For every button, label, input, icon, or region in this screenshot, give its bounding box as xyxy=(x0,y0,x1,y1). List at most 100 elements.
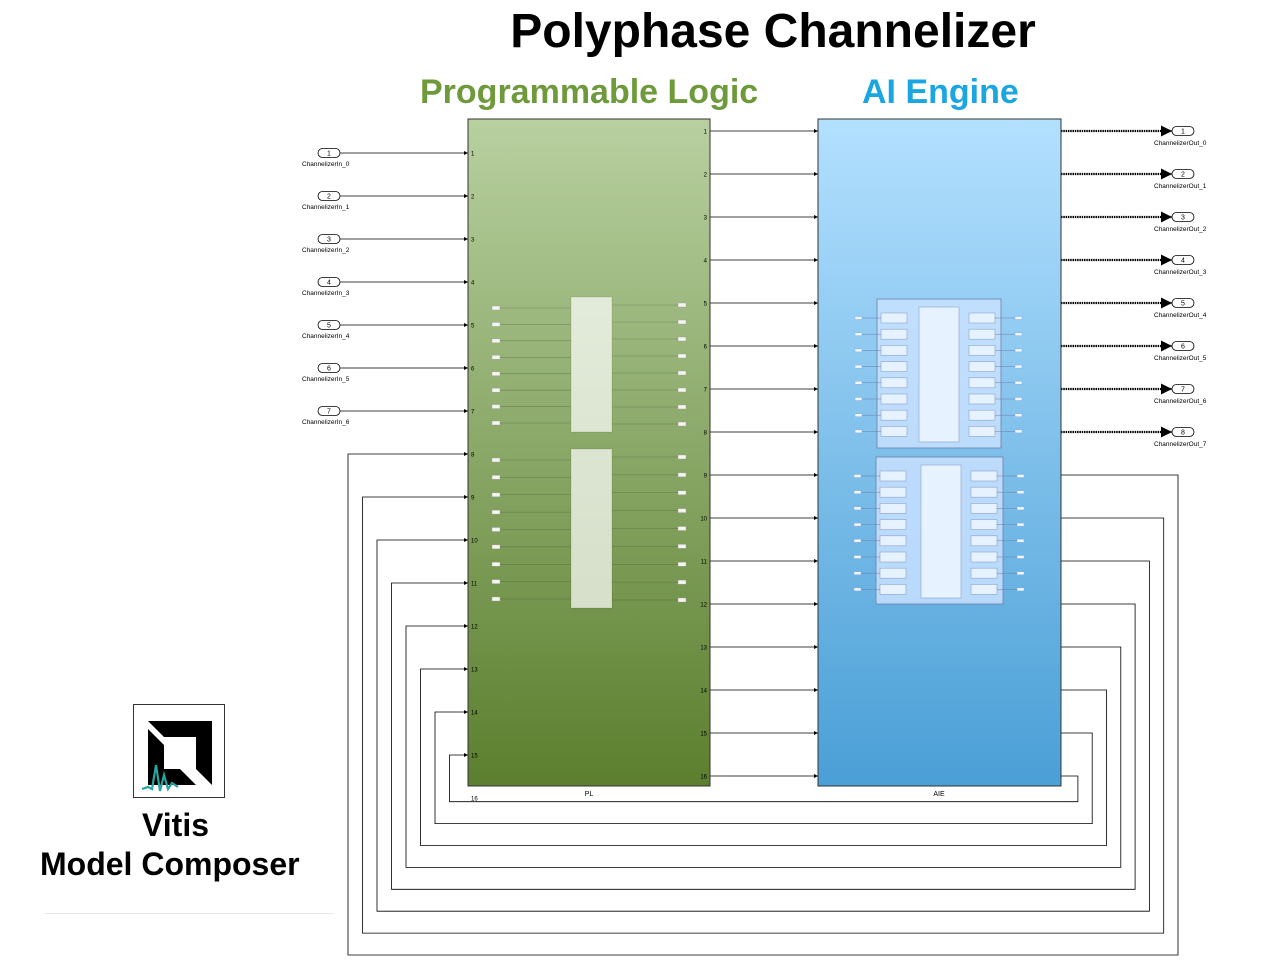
aie-icon-pin xyxy=(1014,397,1023,401)
inport-oval xyxy=(317,406,341,416)
outport-number: 5 xyxy=(1181,301,1185,308)
outport-name: ChannelizerOut_7 xyxy=(1154,441,1207,448)
pl-in-port-label: 15 xyxy=(471,754,478,760)
feedback-wire xyxy=(347,452,1179,956)
pl-block-label: PL xyxy=(585,791,594,798)
pl-out-port-label: 5 xyxy=(704,302,708,308)
inport-number: 3 xyxy=(327,237,331,244)
inport-oval xyxy=(317,148,341,158)
aie-icon-pin xyxy=(1014,316,1023,320)
pl-icon-block xyxy=(570,296,613,433)
feedback-wire xyxy=(362,495,1165,934)
outport-number: 1 xyxy=(1181,129,1185,136)
aie-icon-pin xyxy=(853,474,862,478)
pl-icon-block xyxy=(570,448,613,609)
aie-icon-pin xyxy=(1016,555,1025,559)
page-title: Polyphase Channelizer xyxy=(510,5,1036,58)
aie-icon-cell xyxy=(968,377,996,389)
outport-number: 8 xyxy=(1181,430,1185,437)
inport-oval xyxy=(317,363,341,373)
inport-name: ChannelizerIn_1 xyxy=(302,204,350,211)
outport-name: ChannelizerOut_0 xyxy=(1154,140,1207,147)
pl-in-port-label: 7 xyxy=(471,410,475,416)
feedback-wire xyxy=(434,710,1093,824)
aie-icon-cell xyxy=(880,393,908,405)
pl-icon-pin xyxy=(677,421,687,427)
aie-icon-cell xyxy=(968,393,996,405)
pl-out-port-label: 6 xyxy=(704,345,708,351)
pl-in-port-label: 2 xyxy=(471,195,475,201)
aie-icon-pin xyxy=(1016,587,1025,592)
aie-block[interactable] xyxy=(817,118,1062,787)
outport-oval xyxy=(1171,169,1195,179)
aie-icon-pin xyxy=(854,413,863,417)
pl-icon-pin xyxy=(491,457,501,463)
outport-name: ChannelizerOut_3 xyxy=(1154,269,1207,276)
pl-out-port-label: 7 xyxy=(704,388,708,394)
pl-in-port-label: 8 xyxy=(471,453,475,459)
pl-icon-pin xyxy=(677,387,687,393)
inport-number: 5 xyxy=(327,323,331,330)
aie-icon-cell xyxy=(968,361,996,372)
pl-section-title: Programmable Logic xyxy=(420,73,759,111)
aie-icon-pin xyxy=(1014,332,1023,336)
inport-name: ChannelizerIn_4 xyxy=(302,333,350,340)
pl-in-port-label: 3 xyxy=(471,238,475,244)
aie-icon-core xyxy=(920,464,962,599)
aie-icon-pin xyxy=(1016,490,1025,494)
aie-icon-cell xyxy=(968,328,996,340)
aie-subsystem-icon xyxy=(853,298,1025,605)
aie-icon-pin xyxy=(853,522,862,527)
aie-icon-cell xyxy=(880,345,908,356)
pl-icon-pin xyxy=(677,508,687,513)
aie-icon-pin xyxy=(1016,474,1025,478)
aie-icon-pin xyxy=(1016,539,1025,543)
aie-icon-pin xyxy=(1014,413,1023,417)
outport-number: 2 xyxy=(1181,172,1185,179)
outport-oval xyxy=(1171,255,1195,265)
aie-icon-cell xyxy=(880,361,908,372)
outport-number: 4 xyxy=(1181,258,1185,265)
aie-icon-cell xyxy=(970,567,998,579)
aie-icon-pin xyxy=(854,397,863,401)
pl-icon-pin xyxy=(677,579,687,585)
aie-icon-pin xyxy=(853,587,862,592)
aie-icon-pin xyxy=(854,364,863,369)
pl-icon-pin xyxy=(677,336,687,342)
aie-icon-pin xyxy=(1014,381,1023,385)
aie-icon-pin xyxy=(1016,522,1025,527)
pl-icon-pin xyxy=(677,472,687,478)
pl-in-port-label: 14 xyxy=(471,711,478,717)
pl-icon-pin xyxy=(491,371,501,376)
inport-number: 7 xyxy=(327,409,331,416)
aie-icon-pin xyxy=(1016,506,1025,511)
aie-block-label: AIE xyxy=(933,791,945,798)
outport-oval xyxy=(1171,384,1195,394)
aie-icon-pin xyxy=(853,490,862,494)
inport-number: 1 xyxy=(327,151,331,158)
inport-name: ChannelizerIn_6 xyxy=(302,419,350,426)
pl-subsystem-icon xyxy=(491,296,687,609)
inport-name: ChannelizerIn_3 xyxy=(302,290,350,297)
aie-icon-cell xyxy=(968,345,996,356)
aie-icon-cell xyxy=(968,409,996,421)
pl-icon-pin xyxy=(491,305,501,311)
outport-name: ChannelizerOut_2 xyxy=(1154,226,1207,233)
aie-icon-pin xyxy=(854,381,863,385)
aie-icon-pin xyxy=(853,506,862,511)
pl-icon-pin xyxy=(491,544,501,550)
aie-icon-cell xyxy=(879,470,907,482)
inport-number: 2 xyxy=(327,194,331,201)
inport-oval xyxy=(317,320,341,330)
feedback-wire xyxy=(420,667,1107,846)
aie-icon-cell xyxy=(970,503,998,514)
outport-oval xyxy=(1171,212,1195,222)
inport-oval xyxy=(317,277,341,287)
amd-vitis-logo-icon xyxy=(141,721,212,792)
